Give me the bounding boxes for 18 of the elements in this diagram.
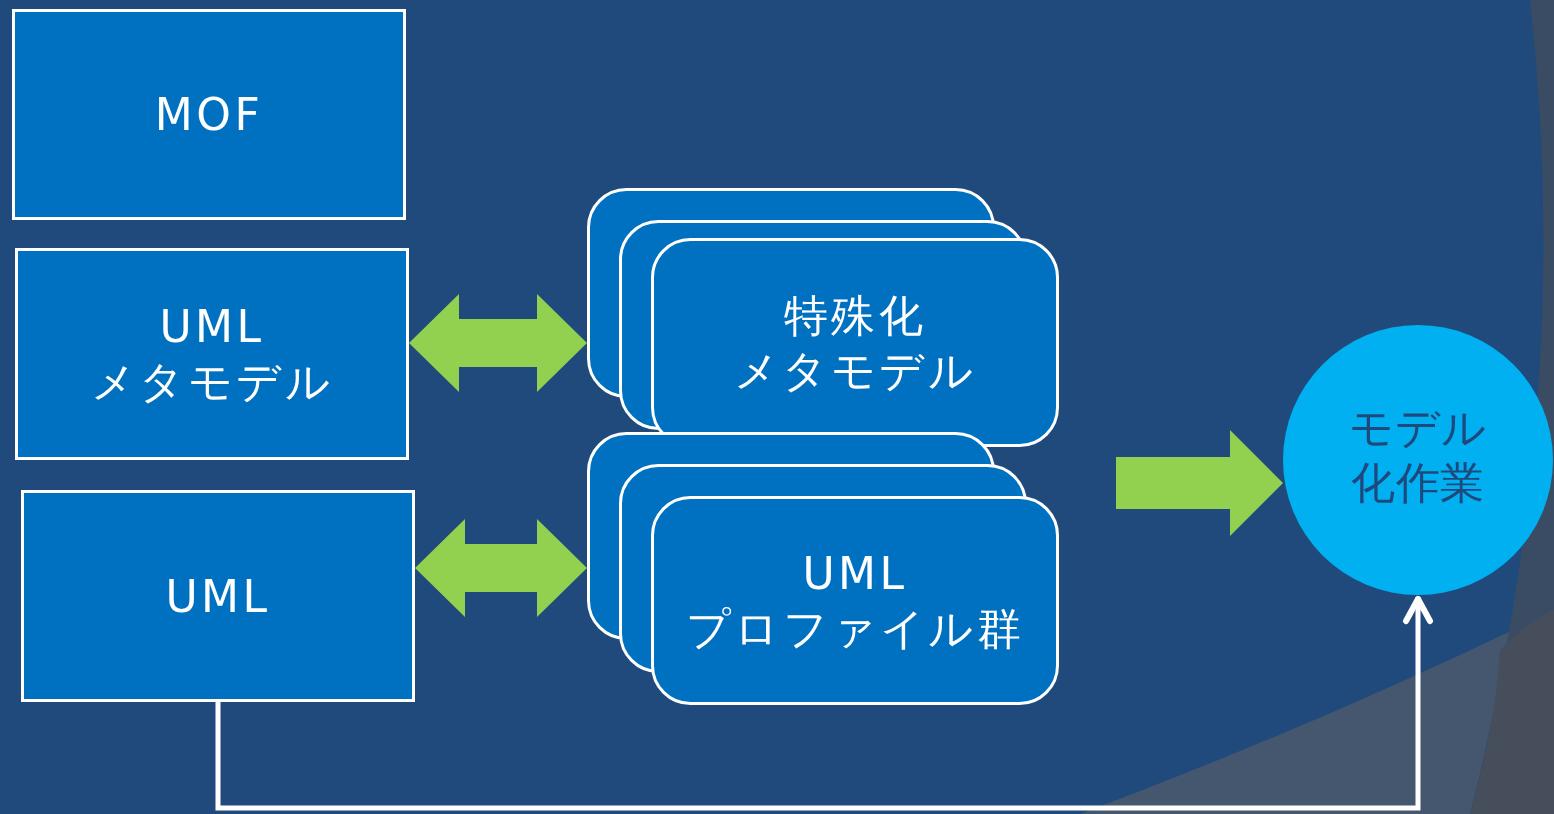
block-arrow — [415, 519, 587, 617]
box-label: UML — [159, 300, 265, 354]
box-label: UML — [165, 569, 271, 624]
box-label: メタモデル — [733, 343, 977, 398]
process-box — [12, 9, 406, 220]
block-arrow — [1116, 430, 1283, 536]
stacked-cards — [587, 432, 1059, 705]
box-label: メタモデル — [90, 355, 334, 409]
box-label: UML — [802, 546, 908, 601]
box-label: 特殊化 — [783, 288, 927, 343]
box-label: MOF — [154, 88, 264, 142]
box-label: モデル化作業 — [1348, 401, 1488, 510]
arrow — [215, 596, 1433, 811]
block-arrow — [409, 294, 587, 392]
process-box — [15, 248, 409, 460]
process-box — [21, 490, 415, 702]
box-label: プロファイル群 — [685, 601, 1025, 656]
stacked-cards — [587, 188, 1059, 447]
